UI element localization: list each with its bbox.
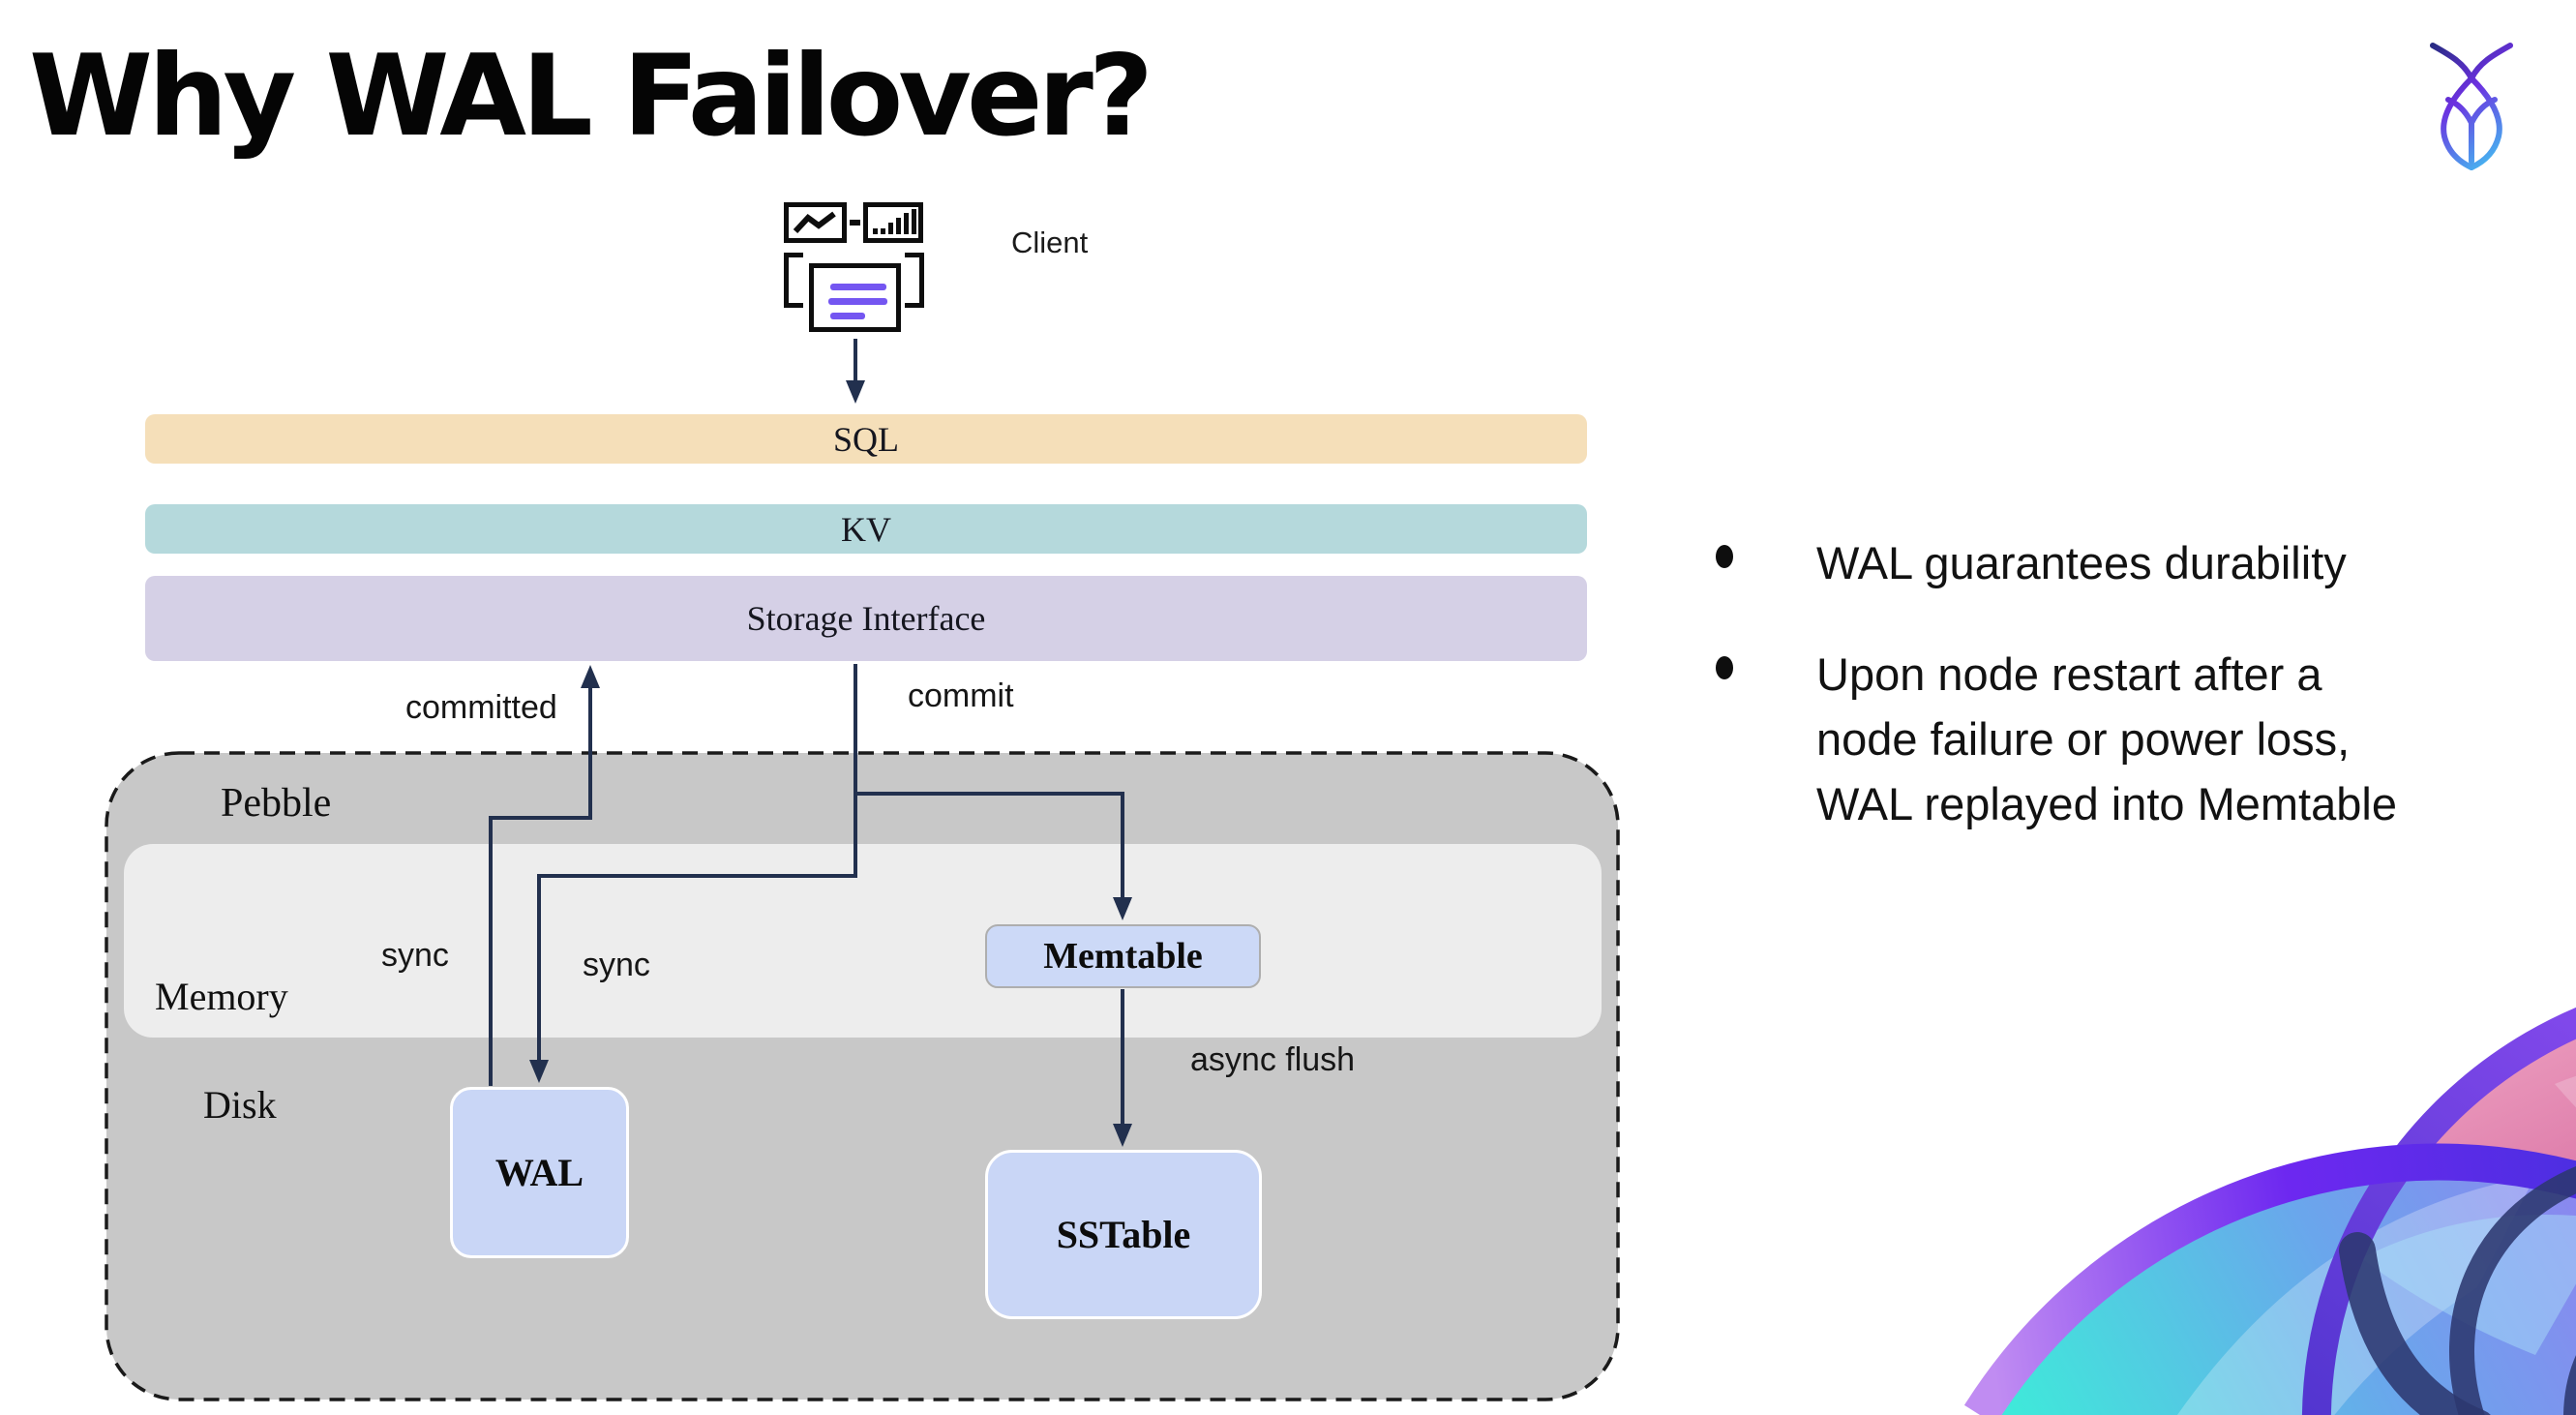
wal-label: WAL <box>494 1151 584 1194</box>
edge-label-committed: committed <box>405 689 557 726</box>
list-item: Upon node restart after a node failure o… <box>1713 642 2564 836</box>
bullet-text-line: WAL guarantees durability <box>1816 537 2347 588</box>
layer-bar-kv: KV <box>145 504 1587 554</box>
edge-label-async-flush: async flush <box>1190 1041 1356 1078</box>
arrow-commit-sync-wal <box>529 664 857 1083</box>
cockroachdb-logo-icon <box>2430 43 2513 170</box>
list-item: WAL guarantees durability <box>1713 530 2564 595</box>
bullet-dot-icon <box>1716 545 1733 568</box>
edge-label-sync-right: sync <box>583 947 650 983</box>
client-label: Client <box>1011 226 1089 259</box>
bracket-left-icon <box>784 253 803 308</box>
memory-band <box>124 844 1602 1038</box>
bracket-right-icon <box>905 253 924 308</box>
sstable-label: SSTable <box>1056 1213 1191 1256</box>
window-connector-dash <box>850 220 860 226</box>
memtable-box: Memtable <box>985 924 1261 988</box>
wal-box: WAL <box>450 1087 629 1258</box>
layer-label-kv: KV <box>841 509 891 549</box>
client-app-windows-icon <box>779 189 934 344</box>
cockroachdb-brand-art <box>1963 1007 2576 1415</box>
bullet-dot-icon <box>1716 656 1733 679</box>
bullet-list: WAL guarantees durability Upon node rest… <box>1713 530 2564 836</box>
edge-label-commit: commit <box>908 677 1014 714</box>
memtable-label: Memtable <box>1043 936 1203 977</box>
layer-label-sql: SQL <box>832 419 899 459</box>
arrow-committed <box>489 665 600 1086</box>
doc-text-line <box>830 284 886 290</box>
arrow-commit-memtable <box>855 792 1132 920</box>
bar-chart-window-icon <box>863 202 923 243</box>
bullet-text-line: node failure or power loss, <box>1816 713 2351 765</box>
edge-label-sync-left: sync <box>381 937 449 974</box>
disk-label: Disk <box>203 1083 277 1127</box>
line-chart-window-icon <box>784 202 847 243</box>
sstable-box: SSTable <box>985 1150 1262 1319</box>
doc-text-line <box>828 298 887 305</box>
memory-label: Memory <box>155 975 288 1018</box>
pebble-label: Pebble <box>221 781 332 826</box>
bullet-text-line: WAL replayed into Memtable <box>1816 778 2397 829</box>
page-title: Why WAL Failover? <box>29 31 1153 162</box>
document-window-icon <box>809 263 901 332</box>
layer-bar-sql: SQL <box>145 414 1587 464</box>
layer-bar-storage-interface: Storage Interface <box>145 576 1587 661</box>
doc-text-line <box>830 313 865 319</box>
bullet-text-line: Upon node restart after a <box>1816 648 2322 700</box>
layer-label-storage-interface: Storage Interface <box>746 599 986 638</box>
